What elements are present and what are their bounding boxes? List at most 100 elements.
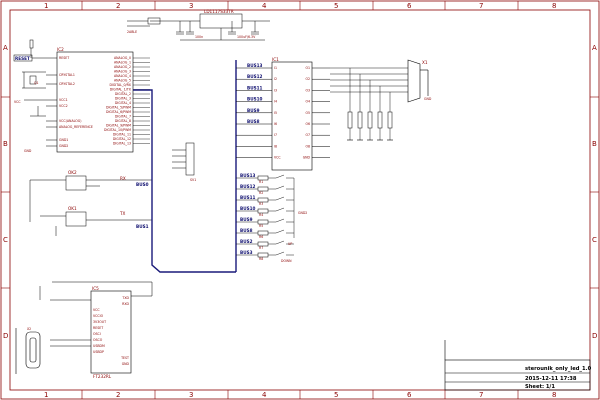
ic1-left-pin-label: VCC (274, 156, 281, 160)
bus-label-top: BUS12 (247, 74, 263, 79)
col-label-3-bottom: 3 (189, 391, 193, 399)
ic1-ref: IC1 (272, 57, 279, 62)
usb-connector (15, 328, 41, 374)
ic1-right-pin-label: O1 (305, 66, 310, 70)
ic2-right-pin-label: DIGITAL_13 (113, 142, 131, 146)
switch-bus-label: BUS2 (240, 239, 253, 244)
row-label-b-right: B (592, 140, 597, 148)
ic2-right-pin-label: ANALOG_5 (114, 79, 131, 83)
ic2-pin-vcc-analog: VCC(ANALOG) (59, 119, 82, 123)
ic2-pin-crystal1: CRYSTAL1 (59, 73, 75, 77)
ic2-pin-crystal2: CRYSTAL2 (59, 82, 75, 86)
resistor-ref-label: R7 (259, 246, 263, 250)
ic2-right-pin-label: ANALOG_0 (114, 56, 131, 60)
resistor-ref-label: R8 (259, 257, 263, 261)
pulldown-resistor (367, 111, 373, 129)
tx-label: TX (119, 211, 126, 216)
ic2-right-pin-label: ANALOG_3 (114, 70, 131, 74)
row-label-c: C (3, 236, 8, 244)
cap-100uf-label: 100uF/6.3V (237, 35, 256, 39)
ic2-pin-gnd1: GND1 (59, 138, 68, 142)
ic1-left-pin-label: I6 (274, 122, 277, 126)
ic2-right-pin-label: DIGITAL_0/RX (109, 83, 131, 87)
col-label-8-bottom: 8 (552, 391, 556, 399)
ic2-pin-gnd2: GND2 (59, 144, 68, 148)
ic1-right-pin-label: O5 (305, 111, 310, 115)
down-switch-label: DOWN (281, 259, 292, 263)
resistor-ref-label: R3 (259, 202, 263, 206)
col-label-2: 2 (116, 2, 120, 10)
ic1-right-pin-label: GND (303, 156, 311, 160)
ic1-right-pin-label: O7 (305, 133, 310, 137)
ft232-wiring (39, 281, 153, 347)
ic1-right-pin-label: O6 (305, 122, 310, 126)
ic2-right-pin-label: DIGITAL_11 (113, 133, 131, 137)
reset-circuit (13, 39, 46, 117)
row-label-d: D (3, 332, 8, 340)
power-supply (127, 13, 270, 41)
gnd2-label: GND2 (298, 211, 307, 215)
resistor-ref-label: R4 (259, 213, 263, 217)
pulldown-resistor (377, 111, 383, 129)
ic1-left-pin-label: I3 (274, 88, 277, 92)
switch-contact (275, 251, 285, 256)
ic2-ref: IC2 (57, 47, 64, 52)
bus-label-top: BUS11 (247, 85, 263, 90)
bus0-label: BUS0 (136, 182, 149, 187)
ic2-right-pin-label: ANALOG_1 (114, 61, 131, 65)
ft232-pins: TXDRXDVCCVCCIO3V3OUTRESETOSCIOSCOUSBDMUS… (93, 296, 130, 366)
ic1-right-pin-label: O8 (305, 144, 310, 148)
resistor-ref-label: R2 (259, 191, 263, 195)
switch-contact (275, 207, 285, 212)
ic1-left-pin-label: I2 (274, 77, 277, 81)
ic2-right-pin-label: DIGITAL_6/PWM (106, 110, 131, 114)
row-label-c-right: C (592, 236, 597, 244)
bus-label-top: BUS13 (247, 63, 263, 68)
ft232-pin-label: 3V3OUT (93, 320, 106, 324)
ft232-ref: IC5 (92, 286, 99, 291)
optocoupler-ok1 (40, 211, 152, 236)
ic2-right-pin-label: DIGITAL_9/PWM (106, 124, 131, 128)
ic1-left-pin-label: I8 (274, 144, 277, 148)
bus1-label: BUS1 (136, 224, 149, 229)
ic1-pins: I1I2I3I4I5I6I7I8VCCO1O2O3O4O5O6O7O8GNDBU… (236, 63, 330, 160)
switch-contact (275, 196, 285, 201)
switch-bus-label: BUS10 (240, 206, 256, 211)
ft232-pin-label: RXD (122, 302, 129, 306)
ic1-right-pin-label: O2 (305, 77, 310, 81)
ic2-right-pin-label: DIGITAL_1/TX (110, 88, 132, 92)
ic2-pin-vcc1: VCC1 (59, 98, 68, 102)
sv1-label: SV1 (190, 178, 196, 182)
resistor-ref-label: R6 (259, 235, 263, 239)
db9-connector (407, 59, 429, 103)
title-block-name: sterounik_only_led_1.0 (525, 366, 592, 372)
ic1-right-pin-label: O4 (305, 100, 310, 104)
col-label-1-bottom: 1 (44, 391, 48, 399)
ft232-pin-label: RESET (93, 326, 103, 330)
switch-bus-label: BUS3 (240, 250, 253, 255)
pulldown-resistor (387, 111, 393, 129)
switch-contact (275, 240, 285, 245)
db9-gnd-label: GND (424, 97, 432, 101)
col-label-6: 6 (407, 2, 412, 10)
ic2-right-pin-label: DIGITAL_8 (115, 119, 131, 123)
db9-label: X1 (422, 60, 428, 65)
col-label-2-bottom: 2 (116, 391, 120, 399)
col-label-3: 3 (189, 2, 193, 10)
ic2-pin-vcc2: VCC2 (59, 104, 68, 108)
main-bus (133, 60, 237, 273)
ft232-pin-label: VCC (93, 308, 100, 312)
regulator-label: LD1117S33TR (204, 9, 234, 14)
ic2-right-pin-label: DIGITAL_10/PWM (104, 128, 131, 132)
ft232-pin-label: GND (122, 362, 130, 366)
switch-contact (275, 229, 285, 234)
ic2-right-pin-label: DIGITAL_12 (113, 137, 131, 141)
vcc-label-ic2: VCC (14, 100, 21, 104)
ft232-chip (90, 290, 132, 374)
sv1-jumper (172, 142, 195, 176)
ok1-label: OK1 (68, 206, 77, 211)
optocoupler-ok2 (29, 175, 152, 222)
ic1-left-pin-label: I1 (274, 66, 277, 70)
